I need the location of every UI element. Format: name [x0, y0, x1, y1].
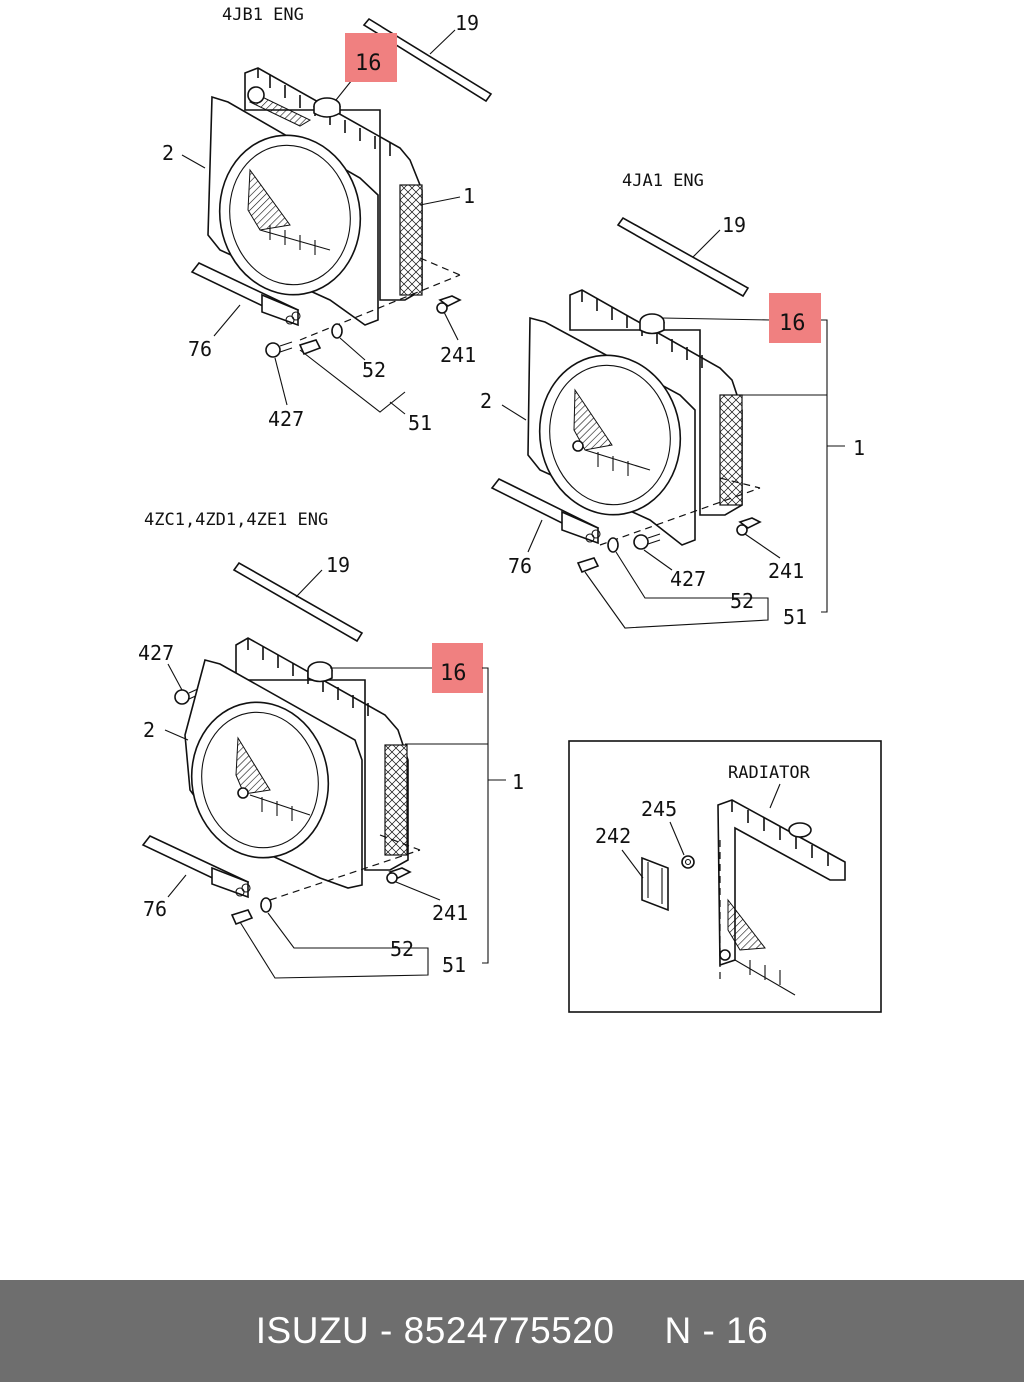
washer-52 [260, 897, 272, 913]
callout-16: 16 [440, 661, 467, 686]
callout-51: 51 [408, 411, 432, 435]
radiator-cap [313, 97, 341, 118]
bolt-241 [736, 517, 762, 536]
callout-241: 241 [432, 901, 468, 925]
highlight-16 [769, 293, 821, 343]
callout-427: 427 [268, 407, 304, 431]
engine-label-4zc1: 4ZC1,4ZD1,4ZE1 ENG [144, 510, 328, 530]
callout-1: 1 [512, 770, 524, 794]
engine-label-4ja1: 4JA1 ENG [622, 171, 704, 191]
page-reference: N - 16 [664, 1310, 769, 1351]
engine-label-4jb1: 4JB1 ENG [222, 5, 304, 25]
seal-strip-19 [616, 216, 750, 298]
callout-427: 427 [670, 567, 706, 591]
radiator-core [569, 289, 743, 516]
callout-76: 76 [508, 554, 532, 578]
highlight-16 [432, 643, 483, 693]
bracket-242 [641, 856, 669, 912]
hose-76 [490, 477, 601, 545]
callout-52: 52 [362, 358, 386, 382]
inset-title: RADIATOR [728, 763, 811, 783]
callout-241: 241 [768, 559, 804, 583]
assembly-4zc1-4zd1-4ze1: 4ZC1,4ZD1,4ZE1 ENG 19 427 16 [138, 510, 524, 979]
bolt-427 [265, 341, 293, 358]
assembly-4jb1: 4JB1 ENG 19 16 [162, 5, 493, 435]
callout-52: 52 [730, 589, 754, 613]
bolt-427 [633, 533, 661, 550]
bolt-241 [436, 295, 462, 314]
brand-part-number: ISUZU - 8524775520 [255, 1310, 615, 1351]
callout-19: 19 [326, 553, 350, 577]
callout-2: 2 [162, 141, 174, 165]
hose-76 [141, 835, 251, 899]
callout-76: 76 [143, 897, 167, 921]
callout-51: 51 [783, 605, 807, 629]
hose-76 [190, 262, 301, 327]
footer-bar: ISUZU - 8524775520 N - 16 [0, 1280, 1024, 1382]
fan-shroud [527, 316, 696, 546]
inset-radiator: RADIATOR 242 245 [568, 740, 882, 1013]
callout-1: 1 [463, 184, 475, 208]
callout-2: 2 [143, 718, 155, 742]
callout-19: 19 [455, 11, 479, 35]
fan-shroud [207, 95, 379, 326]
radiator-corner [717, 799, 846, 996]
callout-76: 76 [188, 337, 212, 361]
callout-241: 241 [440, 343, 476, 367]
callout-1: 1 [853, 436, 865, 460]
washer-52 [607, 537, 619, 553]
radiator-cap [307, 661, 333, 683]
callout-242: 242 [595, 824, 631, 848]
highlight-16 [345, 33, 397, 82]
exploded-parts-diagram: 4JB1 ENG 19 16 [138, 5, 882, 1013]
callout-427: 427 [138, 641, 174, 665]
callout-52: 52 [390, 937, 414, 961]
washer-52 [331, 323, 343, 339]
fan-shroud [184, 659, 363, 889]
seal-strip-19 [232, 561, 364, 643]
callout-16: 16 [779, 311, 806, 336]
callout-16: 16 [355, 51, 382, 76]
radiator-cap [639, 313, 665, 335]
nut-245 [681, 855, 695, 869]
bolt-241 [386, 867, 412, 884]
callout-51: 51 [442, 953, 466, 977]
callout-245: 245 [641, 797, 677, 821]
assembly-4ja1: 4JA1 ENG 19 16 2 1 [480, 171, 865, 629]
callout-2: 2 [480, 389, 492, 413]
callout-19: 19 [722, 213, 746, 237]
